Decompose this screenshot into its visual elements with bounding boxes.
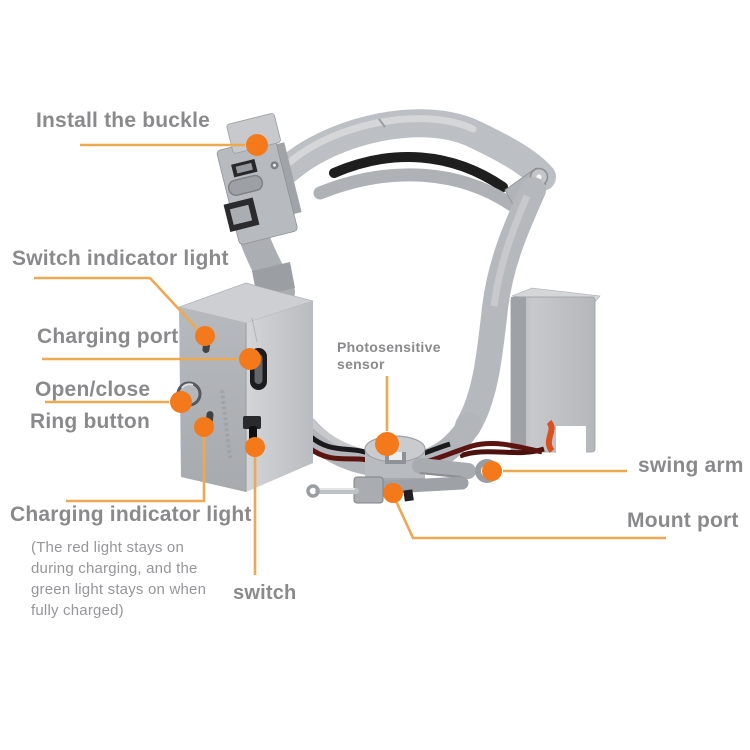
callout-dots bbox=[170, 134, 502, 503]
charging-note-line1: (The red light stays on bbox=[31, 539, 185, 556]
label-charging-indicator-light: Charging indicator light bbox=[10, 503, 252, 526]
dot-swing-arm bbox=[482, 461, 502, 481]
dot-open-close bbox=[170, 391, 192, 413]
dot-charging-port bbox=[239, 348, 261, 370]
red-cable-right bbox=[545, 419, 555, 453]
label-open-close-ring-button: Open/close Ring button bbox=[30, 374, 151, 438]
charging-note-line3: green light stays on when bbox=[31, 581, 207, 598]
leader-mount-port bbox=[394, 500, 666, 540]
mount-pin-loop bbox=[306, 484, 320, 498]
label-mount-port: Mount port bbox=[627, 509, 739, 532]
label-switch-indicator-light: Switch indicator light bbox=[12, 247, 229, 270]
label-photosensitive-line1: Photosensitive bbox=[337, 339, 441, 355]
leader-switch-indicator bbox=[34, 276, 202, 334]
dot-charging-indicator bbox=[194, 417, 214, 437]
leader-charging-indicator bbox=[66, 436, 206, 503]
charging-note-line2: during charging, and the bbox=[31, 560, 198, 577]
top-strap bbox=[273, 109, 556, 212]
ring-band bbox=[294, 177, 546, 479]
label-photosensitive-line2: sensor bbox=[337, 356, 385, 372]
dot-switch-indicator bbox=[195, 326, 215, 346]
buckle bbox=[216, 113, 302, 245]
label-photosensitive-sensor: Photosensitive sensor bbox=[337, 339, 441, 373]
label-switch: switch bbox=[233, 582, 297, 604]
device-illustration bbox=[176, 109, 601, 504]
dot-photosensitive bbox=[375, 432, 399, 456]
leader-lines bbox=[34, 143, 666, 575]
right-accessory-box bbox=[459, 287, 601, 459]
label-open-close-line2: Ring button bbox=[30, 410, 150, 433]
control-box bbox=[176, 282, 315, 492]
label-open-close-line1: Open/close bbox=[35, 378, 151, 401]
label-install-buckle: Install the buckle bbox=[36, 109, 210, 132]
dot-mount-port bbox=[383, 483, 403, 503]
charging-note-line4: fully charged) bbox=[31, 602, 124, 619]
dot-switch bbox=[245, 437, 265, 457]
dot-install-buckle bbox=[246, 134, 268, 156]
label-charging-port: Charging port bbox=[37, 325, 179, 348]
charging-note: (The red light stays on during charging,… bbox=[31, 537, 206, 621]
label-swing-arm: swing arm bbox=[638, 454, 744, 477]
mount-port-part bbox=[306, 476, 469, 504]
